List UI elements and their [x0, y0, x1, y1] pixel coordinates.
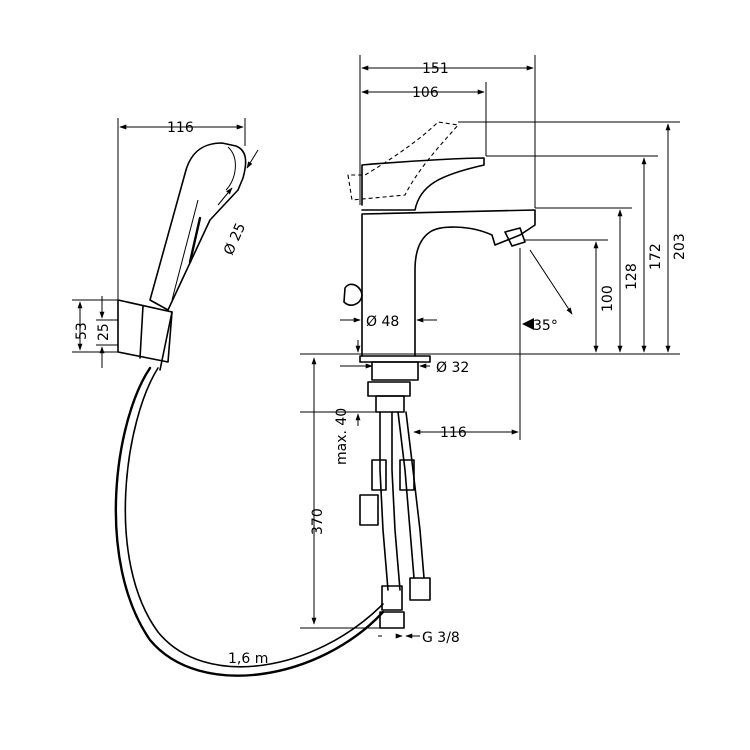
hose-union [359, 494, 379, 526]
supply-hose-1-right [391, 411, 401, 591]
dim-max-thickness: max. 40 [334, 408, 350, 465]
tap-handle [361, 157, 485, 211]
dim-height-total: 203 [672, 233, 688, 260]
connector-2-nut [409, 577, 431, 601]
supply-hose-1-left [379, 411, 389, 591]
shower-holder-edge [139, 305, 144, 359]
hand-shower-grip-line [171, 199, 199, 301]
shower-holder-side [159, 311, 173, 371]
tap-handle-open-position [347, 121, 460, 201]
tap-thread [375, 395, 405, 413]
hand-shower-nozzle-face [225, 146, 236, 191]
tap-body [361, 209, 536, 357]
tap-outlet [504, 227, 526, 247]
dim-height-spout: 128 [624, 263, 640, 290]
tap-washer [367, 381, 411, 397]
shower-holder [117, 299, 173, 363]
dim-holder-height: 53 [74, 322, 90, 340]
dim-nozzle-diameter: Ø 25 [221, 221, 249, 258]
shower-hose-inner [124, 367, 384, 668]
dim-hose-length: 1,6 m [228, 651, 268, 667]
connector-1-end [379, 611, 405, 629]
shower-hose-outer [114, 366, 385, 677]
hand-shower-trigger [188, 216, 202, 264]
tap-base-plate [359, 355, 431, 363]
supply-hose-2-right [405, 411, 425, 579]
basin-tap [343, 121, 536, 629]
dim-angle: 35° [533, 318, 558, 334]
dim-holder-inner: 25 [96, 323, 112, 341]
tap-fixing-nut [371, 361, 419, 381]
dim-base-diameter: Ø 48 [366, 314, 399, 330]
dim-height-handle: 172 [648, 243, 664, 270]
dim-tap-total-length: 151 [422, 61, 449, 77]
dim-connection: G 3/8 [422, 630, 460, 646]
hand-shower-body [149, 142, 247, 311]
connector-1-nut [381, 585, 403, 611]
tap-dimensions: 151 106 203 172 128 100 35° Ø 48 Ø 32 ma… [228, 55, 688, 667]
dim-hose-offset: 116 [440, 425, 467, 441]
dim-height-outlet: 100 [600, 285, 616, 312]
supply-hose-2-left [397, 411, 415, 579]
dim-shank-diameter: Ø 32 [436, 360, 469, 376]
hose-crimp-1 [371, 459, 387, 491]
hand-shower [114, 142, 385, 677]
dim-hose-length-vertical: 370 [310, 508, 326, 535]
dim-handshower-width: 116 [167, 120, 194, 136]
tap-diverter-knob [343, 283, 363, 306]
dim-spout-reach: 106 [412, 85, 439, 101]
hose-crimp-2 [399, 459, 415, 491]
